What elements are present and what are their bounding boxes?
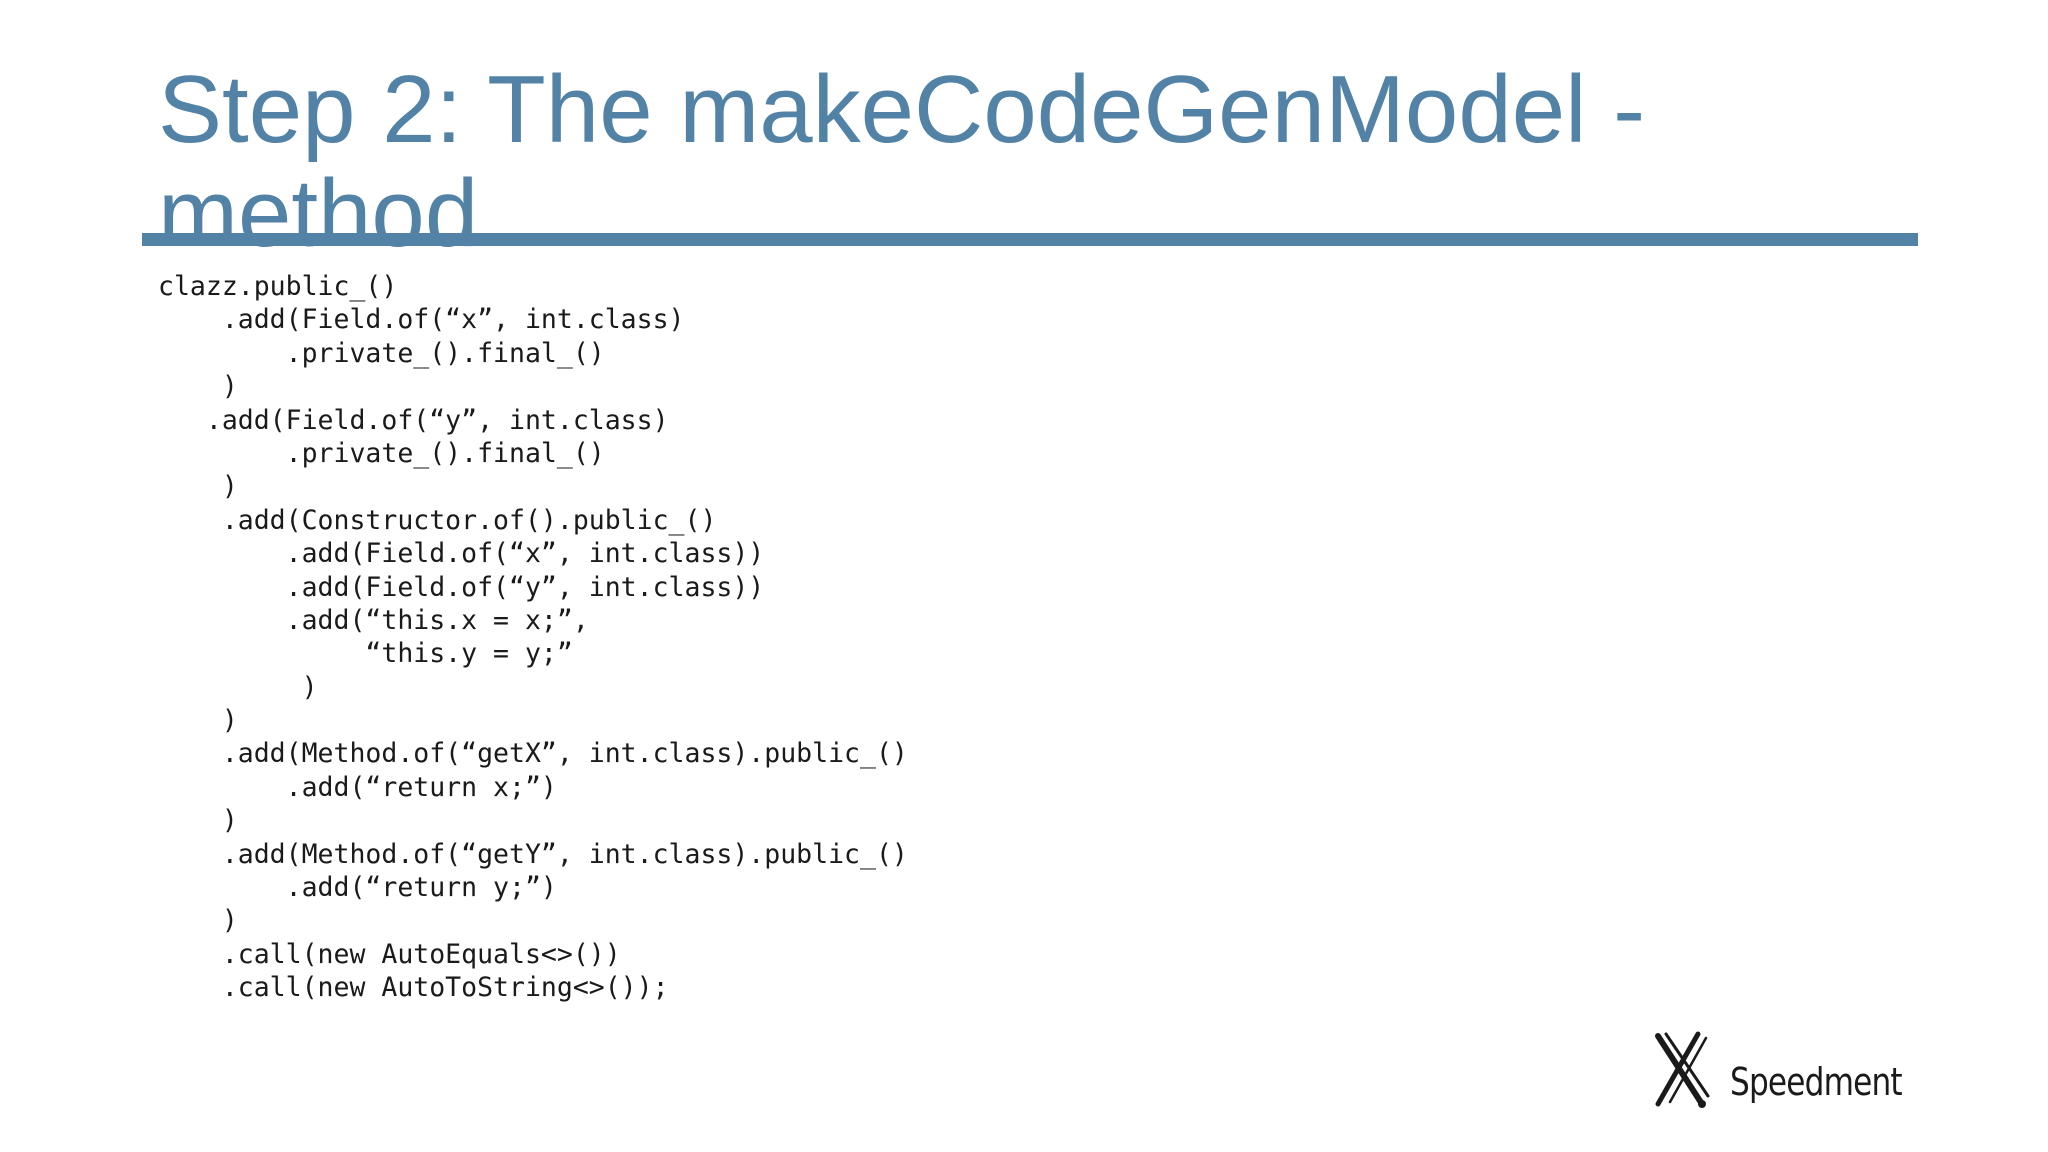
code-line: clazz.public_() [158, 271, 398, 302]
code-line: .call(new AutoToString<>()); [158, 972, 669, 1004]
code-line: ) [158, 671, 318, 703]
code-line: .add(Field.of(“x”, int.class)) [158, 538, 765, 570]
code-line: ) [158, 905, 238, 937]
code-line: .call(new AutoEquals<>()) [158, 938, 621, 970]
code-line: .private_().final_() [158, 337, 605, 369]
code-line: .add(Field.of(“x”, int.class) [158, 304, 685, 336]
code-line: .add(Field.of(“y”, int.class)) [158, 571, 765, 603]
code-line: “this.y = y;” [158, 638, 573, 670]
code-line: .add(“return x;”) [158, 771, 557, 803]
code-line: ) [158, 371, 238, 403]
code-line: .private_().final_() [158, 437, 605, 469]
code-line: .add(“return y;”) [158, 872, 557, 904]
code-line: ) [158, 805, 238, 837]
code-line: .add(Field.of(“y”, int.class) [158, 404, 669, 436]
title-underline [142, 233, 1918, 246]
code-line: ) [158, 471, 238, 503]
code-line: .add(“this.x = x;”, [158, 604, 589, 636]
speedment-logo: Speedment [1652, 1030, 1912, 1110]
slide-title: Step 2: The makeCodeGenModel - method [158, 56, 1646, 267]
code-line: .add(Constructor.of().public_() [158, 504, 717, 536]
speedment-logo-text: Speedment [1730, 1060, 1903, 1104]
code-line: ) [158, 705, 238, 737]
code-line: .add(Method.of(“getX”, int.class).public… [158, 738, 908, 770]
code-line: .add(Method.of(“getY”, int.class).public… [158, 838, 908, 870]
speedment-x-logo-icon [1655, 1031, 1710, 1108]
code-block: clazz.public_() .add(Field.of(“x”, int.c… [158, 270, 908, 1005]
